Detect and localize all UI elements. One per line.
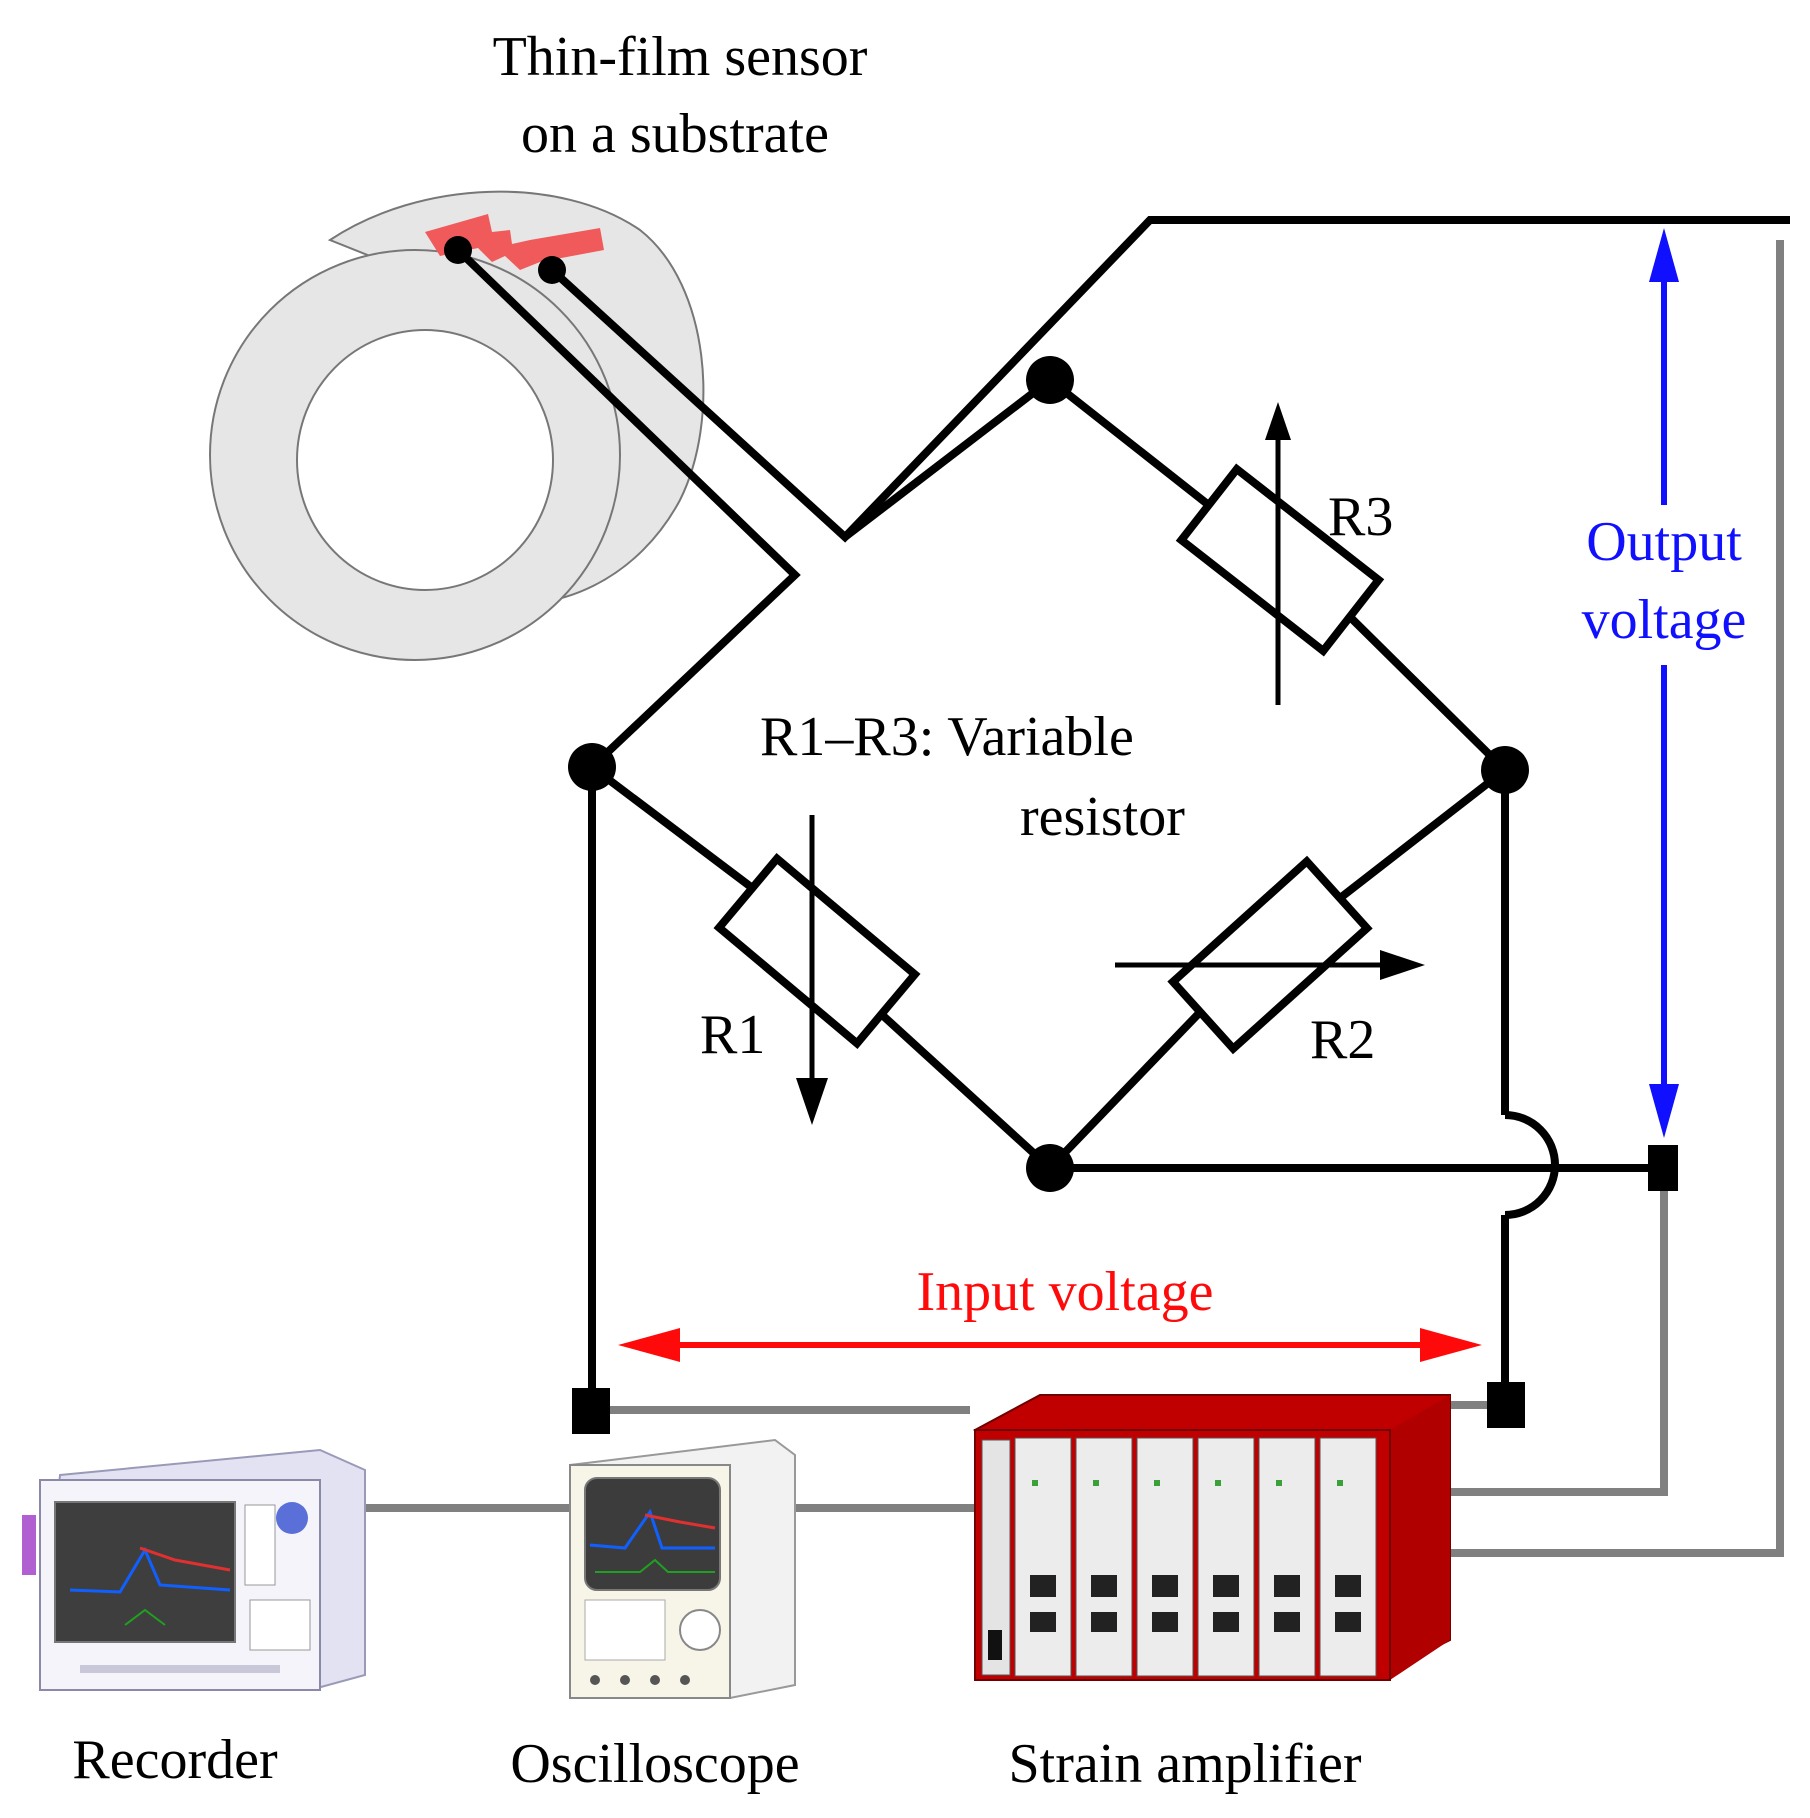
output-voltage-label-line2: voltage	[1582, 589, 1747, 651]
output-voltage-indicator: Output voltage	[1582, 228, 1747, 1138]
strain-amplifier-label: Strain amplifier	[1008, 1733, 1361, 1795]
bridge-nodes	[568, 356, 1529, 1192]
gray-cables	[365, 240, 1784, 1557]
variable-resistor-note-line2: resistor	[1020, 786, 1185, 848]
resistor-r2	[1167, 855, 1373, 1055]
thin-film-sensor-cylinder	[209, 190, 705, 661]
r1-label: R1	[700, 1004, 765, 1066]
r2-label: R2	[1310, 1009, 1375, 1071]
sensor-title-line1: Thin-film sensor	[493, 26, 868, 88]
terminals	[572, 1145, 1678, 1434]
sensor-pad	[425, 214, 604, 270]
input-voltage-indicator: Input voltage	[618, 1261, 1482, 1362]
variable-arrows	[809, 430, 1385, 1090]
recorder-label: Recorder	[72, 1729, 278, 1791]
r3-label: R3	[1328, 486, 1393, 548]
oscilloscope-label: Oscilloscope	[510, 1733, 799, 1795]
oscilloscope-device	[569, 1438, 796, 1699]
recorder-device	[22, 1448, 366, 1691]
variable-resistor-note-line1: R1–R3: Variable	[760, 706, 1134, 768]
amplifier-modules	[1014, 1437, 1377, 1677]
input-voltage-label: Input voltage	[916, 1261, 1213, 1323]
variable-arrowheads	[796, 402, 1425, 1125]
output-voltage-label-line1: Output	[1586, 511, 1742, 573]
sensor-title-line2: on a substrate	[521, 103, 829, 165]
resistor-r1	[713, 853, 921, 1049]
strain-amplifier-device	[972, 1394, 1451, 1681]
bridge-wiring	[455, 216, 1790, 1395]
